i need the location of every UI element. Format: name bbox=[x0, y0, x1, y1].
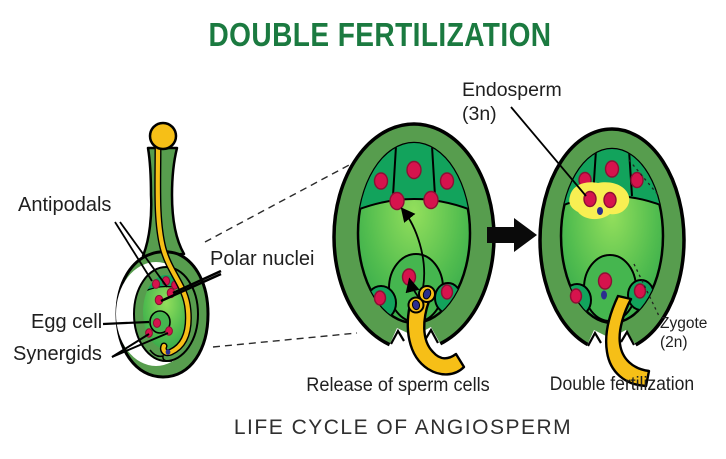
sperm-cells bbox=[407, 285, 436, 314]
label-polar-nuclei: Polar nuclei bbox=[210, 248, 315, 270]
sperm-path-arrows bbox=[400, 207, 425, 299]
label-zygote: Zygote (2n) bbox=[660, 314, 707, 352]
pistil-micropyle bbox=[149, 349, 173, 362]
caption-double-fertilization: Double fertilization bbox=[549, 373, 695, 395]
label-endosperm: Endosperm (3n) bbox=[462, 78, 562, 126]
middle-antipodal-nuclei bbox=[373, 160, 455, 190]
pistil-nuclei bbox=[151, 276, 179, 306]
label-synergids: Synergids bbox=[13, 343, 102, 365]
pistil-style bbox=[141, 146, 186, 258]
middle-ovule-diagram bbox=[332, 122, 496, 376]
label-endosperm-name: Endosperm bbox=[462, 79, 562, 101]
label-antipodals: Antipodals bbox=[18, 194, 112, 216]
middle-polar-nuclei bbox=[389, 190, 439, 211]
caption-release-of-sperm-cells: Release of sperm cells bbox=[306, 374, 490, 396]
right-antipodal-nuclei bbox=[578, 160, 644, 189]
label-endosperm-ploidy: (3n) bbox=[462, 103, 497, 125]
page-title: DOUBLE FERTILIZATION bbox=[208, 16, 552, 53]
pistil-egg-synergid-nuclei bbox=[145, 318, 173, 338]
pistil-pollen-tube bbox=[154, 142, 192, 357]
endosperm-label-line bbox=[510, 106, 587, 197]
pistil-label-lines bbox=[102, 221, 222, 358]
label-zygote-ploidy: (2n) bbox=[660, 334, 688, 351]
zygote-nuclei bbox=[569, 272, 647, 304]
middle-pollen-tube bbox=[406, 298, 466, 376]
footer-caption: LIFE CYCLE OF ANGIOSPERM bbox=[233, 416, 573, 439]
pollen-grain bbox=[148, 121, 178, 151]
endosperm bbox=[569, 182, 630, 220]
middle-micropyle-edges bbox=[390, 327, 439, 345]
transition-arrow-icon bbox=[487, 218, 537, 252]
endosperm-sperm-nucleus bbox=[597, 207, 603, 215]
label-egg-cell: Egg cell bbox=[31, 311, 103, 333]
right-pollen-tube bbox=[604, 294, 651, 388]
pistil-diagram bbox=[115, 121, 210, 379]
magnifier-dashed-lines bbox=[204, 163, 358, 348]
label-zygote-name: Zygote bbox=[660, 315, 708, 332]
right-dotted-pointers bbox=[628, 159, 660, 317]
right-micropyle-edges bbox=[587, 329, 635, 347]
zygote-cell bbox=[583, 254, 637, 322]
